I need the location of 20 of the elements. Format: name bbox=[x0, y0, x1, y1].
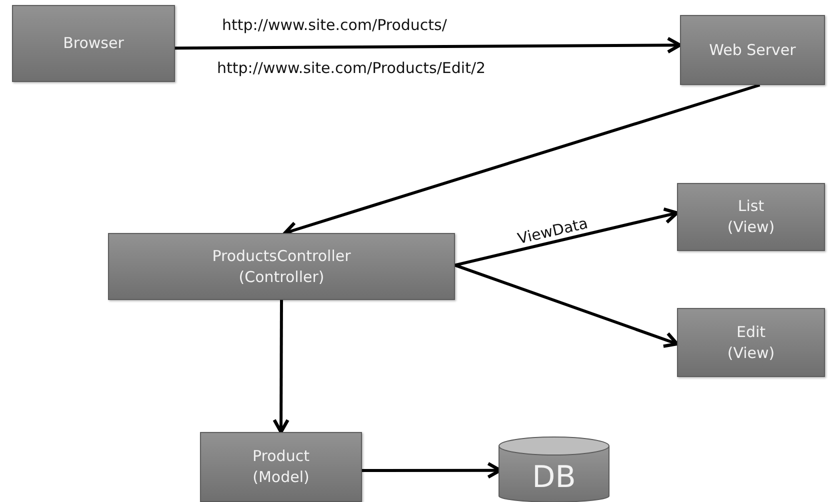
database-cylinder bbox=[498, 436, 610, 502]
process-box bbox=[12, 5, 175, 82]
node-text: List (View) bbox=[726, 196, 776, 238]
node-text: Edit (View) bbox=[726, 322, 776, 364]
process-box bbox=[677, 308, 825, 377]
process-box bbox=[680, 15, 825, 85]
arrow bbox=[454, 264, 679, 348]
node-text: Web Server bbox=[709, 40, 796, 60]
process-box bbox=[200, 432, 362, 502]
arrow bbox=[454, 207, 679, 267]
arrow bbox=[175, 36, 682, 54]
edge-label: http://www.site.com/Products/ bbox=[220, 16, 449, 34]
node-text: DB bbox=[532, 459, 576, 497]
process-box bbox=[108, 233, 455, 300]
process-box bbox=[677, 183, 825, 251]
node-text: Product (Model) bbox=[252, 446, 310, 488]
node-text: Browser bbox=[63, 33, 124, 54]
node-text: ProductsController (Controller) bbox=[211, 246, 352, 288]
edge-label: ViewData bbox=[514, 214, 591, 248]
arrow bbox=[272, 300, 290, 434]
